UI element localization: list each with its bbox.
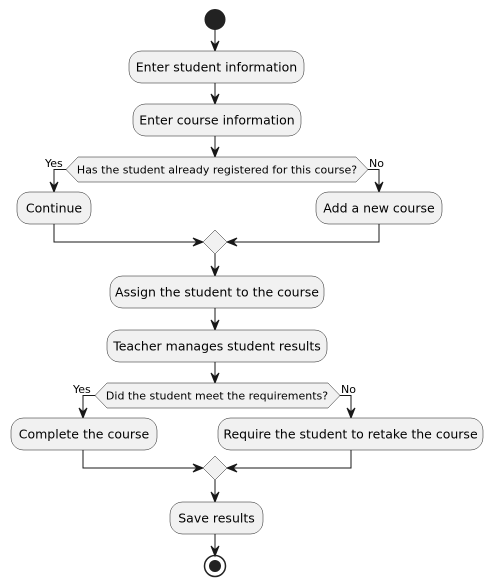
arrowhead <box>210 146 220 159</box>
arrowhead <box>225 237 238 247</box>
activity-teacher-manages-results: Teacher manages student results <box>106 329 328 363</box>
activity-label: Complete the course <box>19 427 150 442</box>
decision-met-requirements: Did the student meet the requirements? <box>94 382 341 409</box>
activity-label: Enter course information <box>139 113 294 128</box>
arrowhead <box>192 237 205 247</box>
activity-label: Teacher manages student results <box>112 339 321 354</box>
edge-continue-to-merge <box>53 224 203 243</box>
branch-label-yes: Yes <box>72 383 91 396</box>
activity-assign-student-to-course: Assign the student to the course <box>109 275 325 309</box>
arrowhead <box>192 463 205 473</box>
edge-no-to-retake <box>340 395 352 417</box>
decision-question: Did the student meet the requirements? <box>106 390 328 403</box>
edge-complete-to-merge <box>82 450 203 469</box>
arrowhead <box>210 93 220 106</box>
arrowhead <box>210 545 220 558</box>
branch-label-yes: Yes <box>44 157 63 170</box>
activity-label: Add a new course <box>323 201 435 216</box>
start-node <box>204 9 226 30</box>
activity-label: Require the student to retake the course <box>223 427 478 442</box>
branch-label-no: No <box>341 383 356 396</box>
activity-label: Continue <box>26 201 83 216</box>
arrowhead <box>210 319 220 332</box>
arrowhead <box>210 40 220 53</box>
arrowhead <box>49 181 59 194</box>
activity-label: Enter student information <box>136 60 297 75</box>
decision-question: Has the student already registered for t… <box>77 164 357 177</box>
activity-retake-the-course: Require the student to retake the course <box>217 417 484 451</box>
arrowhead <box>346 407 356 420</box>
activity-label: Assign the student to the course <box>115 285 319 300</box>
edge-retake-to-merge <box>227 450 352 469</box>
edge-yes-to-complete <box>82 395 95 417</box>
edge-add-course-to-merge <box>227 224 380 243</box>
merge-node-1 <box>202 229 228 255</box>
arrowhead <box>210 372 220 385</box>
end-node <box>203 554 227 578</box>
branch-label-no: No <box>369 157 384 170</box>
arrowhead <box>78 407 88 420</box>
arrowhead <box>210 491 220 504</box>
activity-continue: Continue <box>16 191 92 225</box>
activity-enter-course-information: Enter course information <box>132 103 302 137</box>
arrowhead <box>374 181 384 194</box>
activity-label: Save results <box>178 511 255 526</box>
activity-save-results: Save results <box>169 501 264 535</box>
arrowhead <box>210 265 220 278</box>
activity-add-a-new-course: Add a new course <box>315 191 443 225</box>
activity-complete-the-course: Complete the course <box>10 417 158 451</box>
edge-yes-to-continue <box>53 169 66 191</box>
arrowhead <box>225 463 238 473</box>
activity-enter-student-information: Enter student information <box>128 50 305 84</box>
edge-no-to-add-course <box>368 169 380 191</box>
merge-node-2 <box>202 455 228 481</box>
decision-already-registered: Has the student already registered for t… <box>65 156 369 183</box>
